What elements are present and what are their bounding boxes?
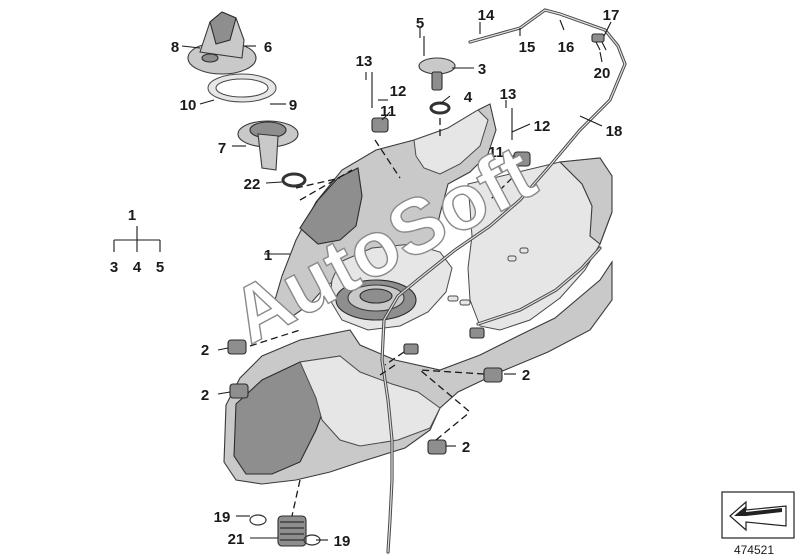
callout-12b: 12 — [534, 118, 551, 135]
fuel-tank — [223, 103, 613, 485]
callout-2b: 2 — [201, 387, 209, 404]
callout-3a: 3 — [478, 61, 486, 78]
callout-labels: 14 17 5 8 6 15 16 3 13 20 12 10 9 4 13 1… — [171, 7, 623, 550]
callout-19a: 19 — [214, 509, 231, 526]
callout-21: 21 — [228, 531, 245, 548]
tree-child-3: 3 — [110, 259, 118, 276]
vent-hose — [380, 8, 627, 554]
callout-7: 7 — [218, 140, 226, 157]
arrow-left-box-icon — [721, 491, 795, 539]
pump-flanges — [371, 36, 531, 167]
callout-8: 8 — [171, 39, 179, 56]
callout-20: 20 — [594, 65, 611, 82]
drain-sleeve — [249, 514, 321, 547]
callout-2a: 2 — [201, 342, 209, 359]
callout-2d: 2 — [462, 439, 470, 456]
callout-14: 14 — [478, 7, 495, 24]
callout-11a: 11 — [380, 103, 396, 120]
callout-13a: 13 — [356, 53, 373, 70]
callout-22: 22 — [244, 176, 261, 193]
callout-19b: 19 — [334, 533, 351, 550]
reference-number: 474521 — [734, 543, 774, 557]
leader-lines — [181, 19, 612, 541]
callout-11b: 11 — [488, 144, 504, 161]
tree-child-5: 5 — [156, 259, 164, 276]
callout-9: 9 — [289, 97, 297, 114]
callout-10: 10 — [180, 97, 197, 114]
filler-cap-assembly — [187, 11, 307, 188]
callout-15: 15 — [519, 39, 536, 56]
callout-16: 16 — [558, 39, 575, 56]
callout-5: 5 — [416, 15, 424, 32]
callout-12a: 12 — [390, 83, 407, 100]
callout-4a: 4 — [464, 89, 473, 106]
callout-17: 17 — [603, 7, 620, 24]
assembly-lines — [249, 118, 521, 517]
callout-1b: 1 — [264, 247, 272, 264]
callout-6: 6 — [264, 39, 272, 56]
callout-18: 18 — [606, 123, 623, 140]
callout-2c: 2 — [522, 367, 530, 384]
tree-child-4: 4 — [133, 259, 142, 276]
rubber-buffers — [227, 339, 503, 455]
callout-13b: 13 — [500, 86, 517, 103]
part-tree: 1 3 4 5 — [110, 207, 164, 276]
tree-root-label: 1 — [128, 207, 136, 224]
